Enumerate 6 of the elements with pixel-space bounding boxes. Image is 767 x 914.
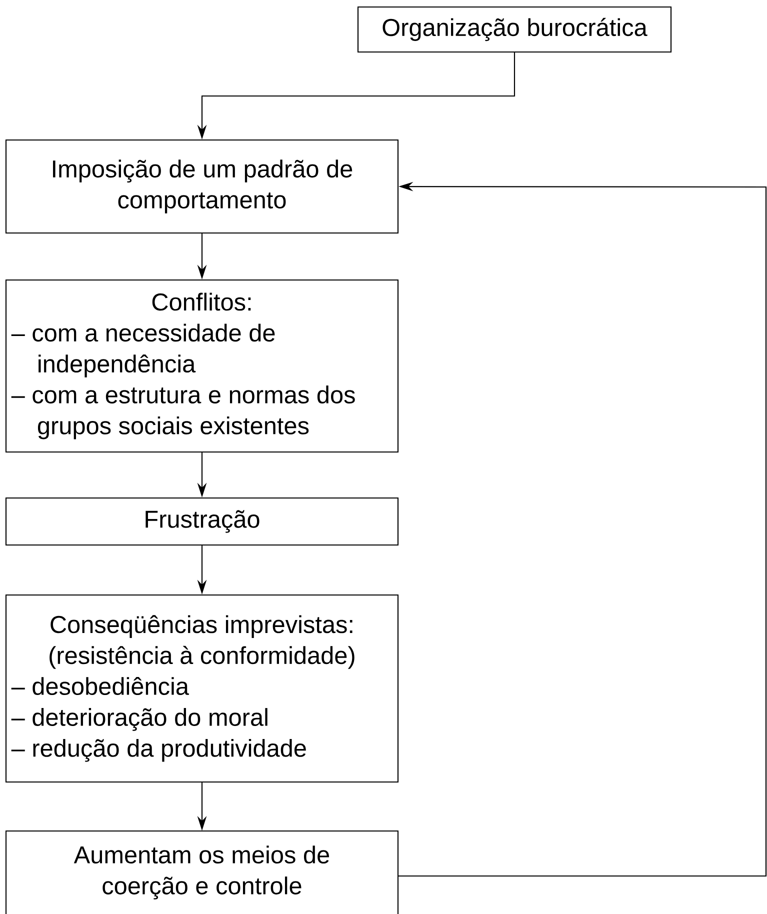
process-box: Imposição de um padrão de comportamento: [5, 139, 399, 234]
process-box: Conseqüências imprevistas: (resistência à conformidade) – desobediência – deterioração do moral – redução da produtividade: [5, 594, 399, 783]
process-box: Organização burocrática: [357, 6, 672, 53]
process-box: Frustração: [5, 497, 399, 546]
process-box: Conflitos: – com a necessidade de independência – com a estrutura e normas dos grupos sociais existentes: [5, 279, 399, 453]
process-box: Aumentam os meios de coerção e controle: [5, 830, 399, 914]
